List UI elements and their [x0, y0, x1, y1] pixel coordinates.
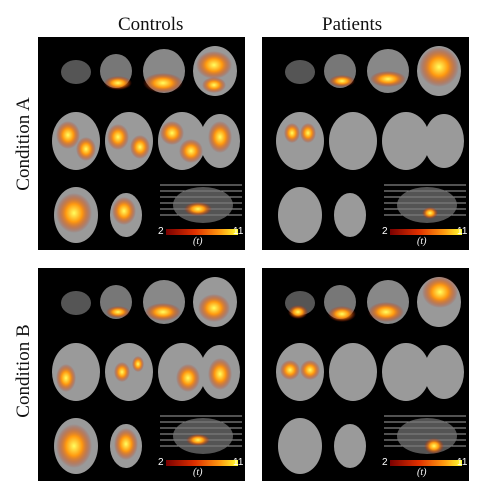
brain-slices-image [52, 46, 242, 243]
colorbar-max-label: 11 [457, 457, 468, 468]
brain-slices-image [276, 276, 466, 474]
brain-panel-patients-condition-b: 2 11 (t) [262, 268, 469, 481]
column-header-controls: Controls [118, 14, 184, 35]
colorbar-max-label: 11 [233, 457, 244, 468]
brain-panel-controls-condition-b: 2 11 (t) [38, 268, 245, 481]
colorbar-min-label: 2 [158, 226, 164, 237]
row-label-condition-a: Condition A [13, 97, 34, 191]
brain-panel-controls-condition-a: 2 11 (t) [38, 37, 245, 250]
colorbar-min-label: 2 [382, 457, 388, 468]
colorbar-variable-label: (t) [417, 236, 427, 247]
brain-slices-image [276, 46, 466, 243]
row-label-condition-b: Condition B [13, 324, 34, 418]
column-header-patients: Patients [322, 14, 383, 35]
brain-panel-patients-condition-a: 2 11 (t) [262, 37, 469, 250]
colorbar-variable-label: (t) [193, 236, 203, 247]
colorbar-variable-label: (t) [193, 467, 203, 478]
colorbar-min-label: 2 [382, 226, 388, 237]
colorbar-min-label: 2 [158, 457, 164, 468]
brain-slices-image [52, 277, 242, 474]
colorbar-max-label: 11 [457, 226, 468, 237]
colorbar-max-label: 11 [233, 226, 244, 237]
colorbar-variable-label: (t) [417, 467, 427, 478]
